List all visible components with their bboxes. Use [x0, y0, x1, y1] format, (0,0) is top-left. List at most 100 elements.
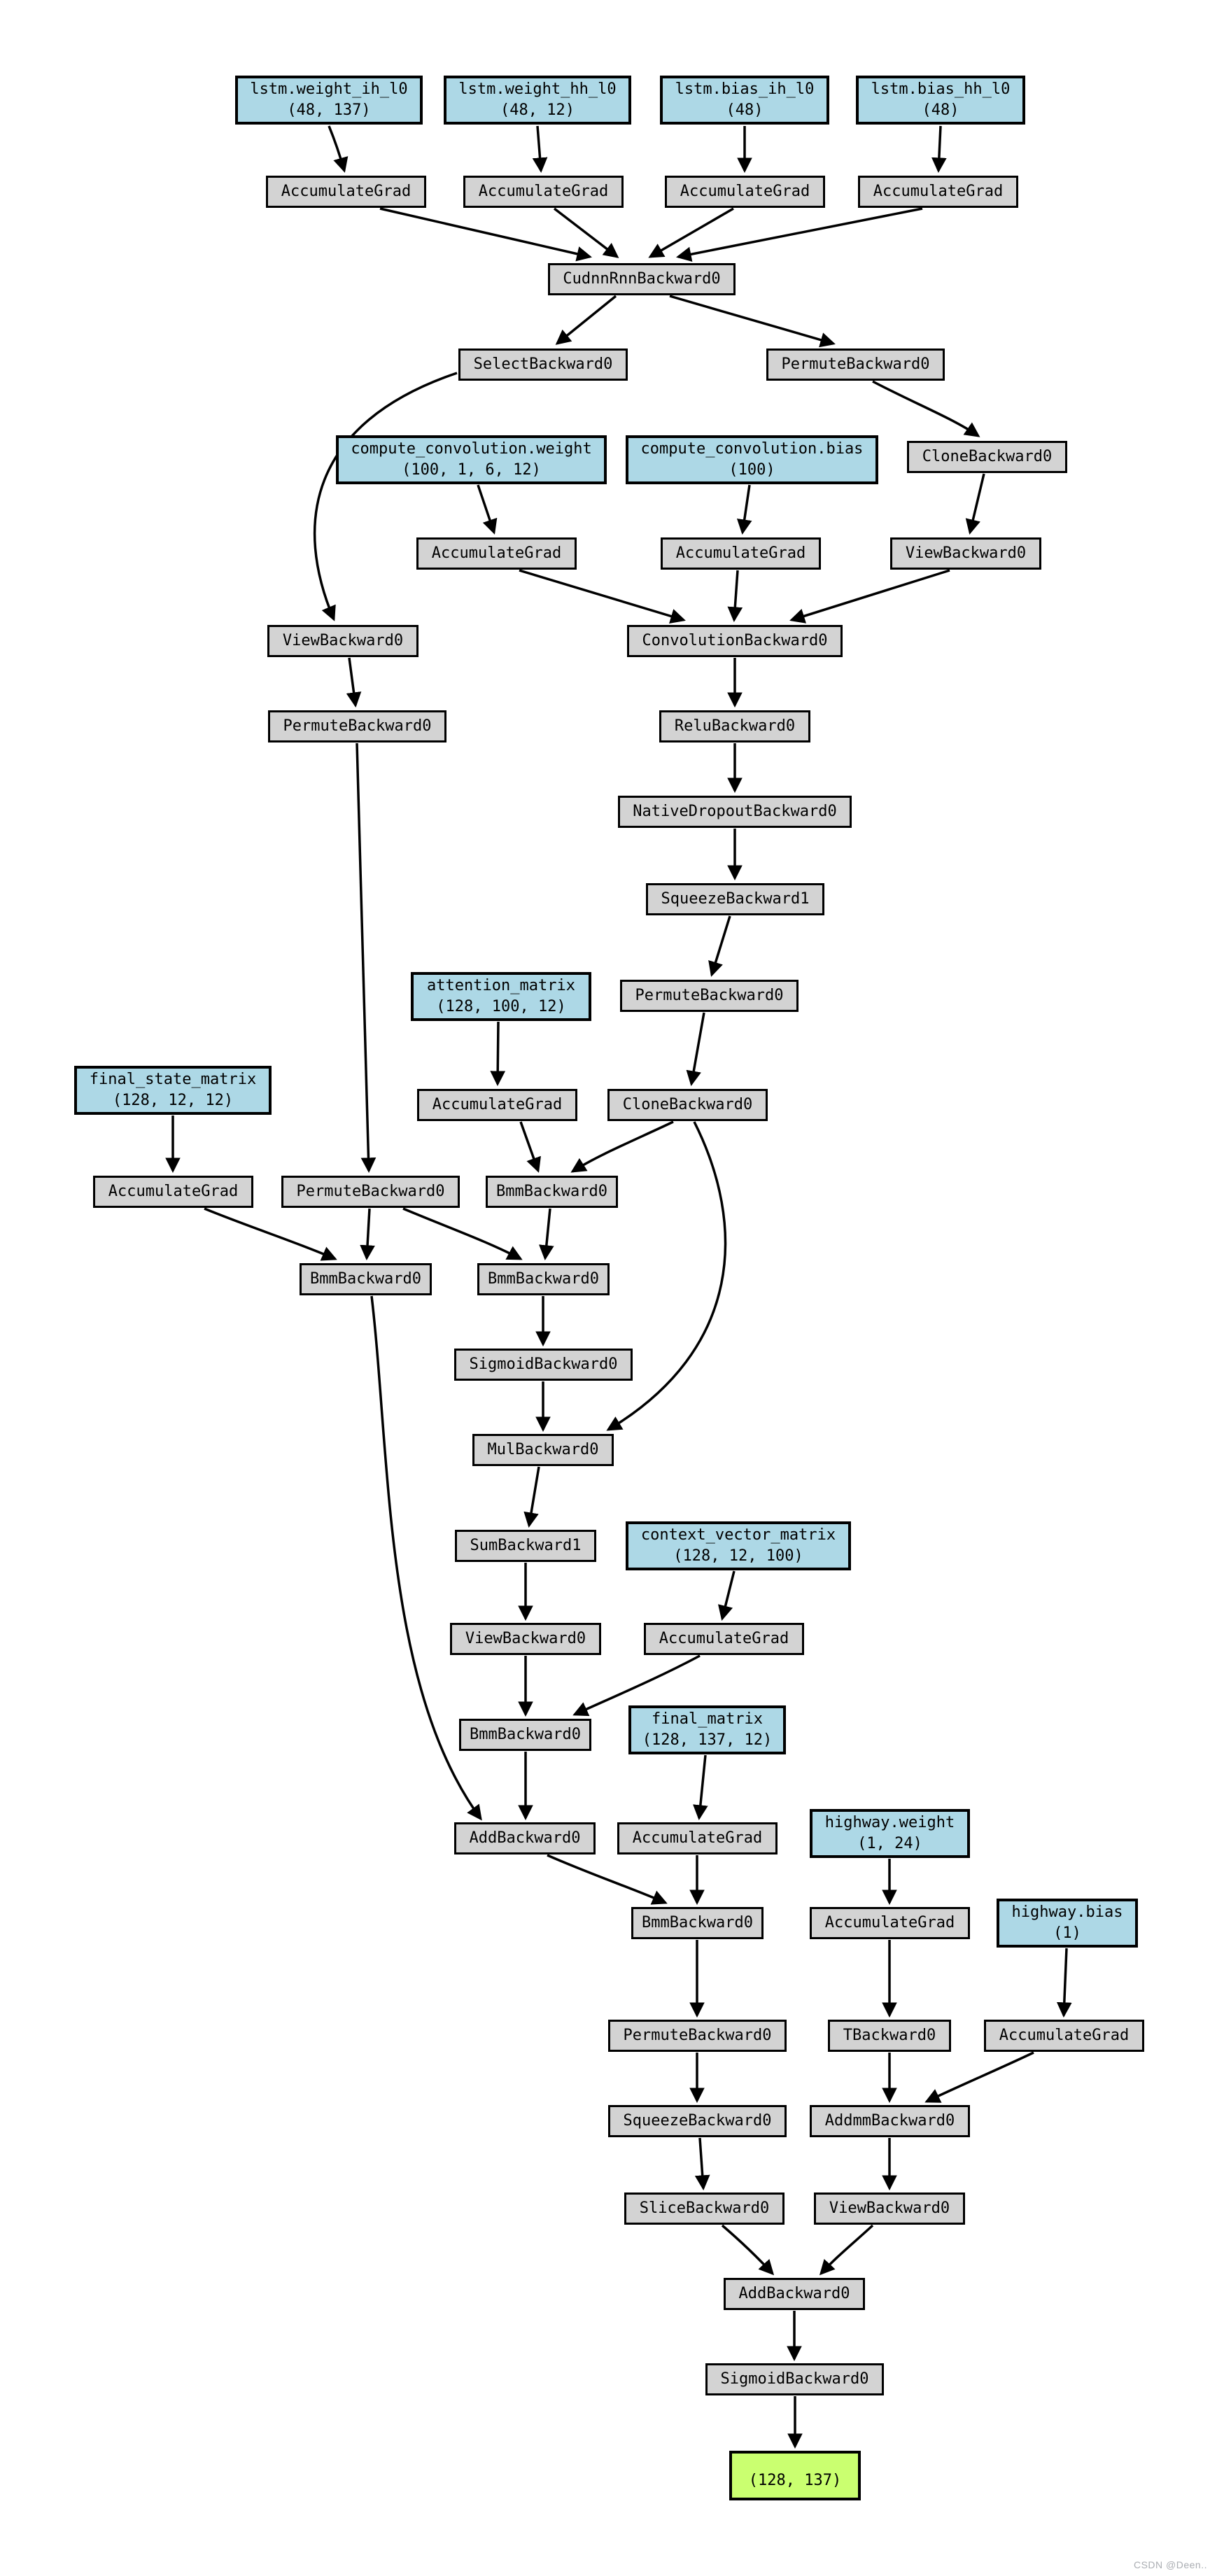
graph-node-view-2: ViewBackward0: [267, 625, 418, 657]
graph-node-final-matrix-label-0: final_matrix: [652, 1710, 763, 1728]
graph-node-accgrad-10-label-0: AccumulateGrad: [632, 1829, 763, 1847]
edge-accgrad-7-to-bmm-1: [519, 1121, 541, 1173]
graph-node-output-tensor-label-0: (128, 137): [748, 2472, 842, 2489]
edge-permute-1-to-clone-1: [872, 380, 980, 437]
graph-node-sigmoid-1-label-0: SigmoidBackward0: [469, 1356, 618, 1373]
graph-node-permute-2-label-0: PermuteBackward0: [283, 717, 432, 735]
edge-final-matrix-to-accgrad-10: [693, 1754, 708, 1821]
graph-node-view-3-label-0: ViewBackward0: [465, 1630, 586, 1647]
edge-lstm-weight-hh-to-accgrad-2: [532, 125, 548, 174]
graph-node-highway-bias-label-0: highway.bias: [1011, 1903, 1123, 1921]
edge-accgrad-4-to-cudnn-rnn: [676, 207, 923, 262]
graph-node-slice-label-0: SliceBackward0: [639, 2200, 770, 2217]
graph-node-t-backward-label-0: TBackward0: [843, 2027, 936, 2044]
edge-cudnn-rnn-to-select-0: [555, 295, 617, 345]
graph-node-accgrad-4-label-0: AccumulateGrad: [873, 183, 1004, 200]
edge-clone-1-to-view-1: [965, 473, 985, 535]
graph-node-final-matrix: final_matrix (128, 137, 12): [628, 1705, 786, 1754]
graph-node-permute-4: PermuteBackward0: [281, 1176, 460, 1208]
edge-squeeze-1-to-permute-3: [708, 915, 731, 977]
graph-node-accgrad-8-label-0: AccumulateGrad: [108, 1183, 239, 1200]
graph-node-highway-bias: highway.bias (1): [997, 1899, 1138, 1948]
graph-node-lstm-bias-hh-label-1: (48): [922, 101, 959, 119]
edge-accgrad-8-to-bmm-2: [204, 1207, 337, 1261]
graph-node-add-2-label-0: AddBackward0: [738, 2285, 850, 2302]
graph-node-bmm-1: BmmBackward0: [486, 1176, 618, 1208]
graph-node-conv-bias-label-0: compute_convolution.bias: [640, 440, 864, 458]
graph-node-accgrad-7: AccumulateGrad: [417, 1089, 577, 1121]
graph-node-accgrad-11-label-0: AccumulateGrad: [824, 1914, 955, 1931]
edge-lstm-bias-hh-to-accgrad-4: [931, 125, 947, 174]
graph-node-lstm-weight-ih-label-0: lstm.weight_ih_l0: [250, 80, 408, 98]
graph-node-final-state-matrix: final_state_matrix(128, 12, 12): [74, 1066, 272, 1115]
graph-node-permute-3-label-0: PermuteBackward0: [635, 987, 784, 1004]
graph-node-clone-2: CloneBackward0: [607, 1089, 768, 1121]
graph-node-accgrad-9: AccumulateGrad: [644, 1623, 804, 1655]
graph-node-bmm-2-label-0: BmmBackward0: [310, 1270, 421, 1288]
edge-view-4-to-add-2: [819, 2224, 874, 2276]
graph-node-accgrad-6-label-0: AccumulateGrad: [675, 544, 806, 562]
graph-node-accgrad-8: AccumulateGrad: [93, 1176, 253, 1208]
graph-node-relu: ReluBackward0: [659, 710, 810, 742]
graph-node-clone-1-label-0: CloneBackward0: [922, 448, 1053, 465]
graph-node-bmm-2: BmmBackward0: [300, 1263, 432, 1295]
edge-accgrad-9-to-bmm-4: [572, 1654, 701, 1717]
graph-node-permute-2: PermuteBackward0: [268, 710, 446, 742]
graph-node-highway-weight-label-1: (1, 24): [857, 1835, 922, 1852]
graph-node-final-matrix-label-1: (128, 137, 12): [642, 1731, 773, 1749]
graph-node-highway-bias-label-1: (1): [1053, 1924, 1081, 1942]
graph-node-bmm-4: BmmBackward0: [459, 1719, 591, 1751]
graph-node-squeeze-0: SqueezeBackward0: [608, 2105, 787, 2137]
graph-node-highway-weight: highway.weight (1, 24): [810, 1809, 970, 1858]
graph-node-lstm-weight-hh-label-1: (48, 12): [500, 101, 575, 119]
edge-context-vector-matrix-to-accgrad-9: [718, 1570, 736, 1621]
graph-node-accgrad-9-label-0: AccumulateGrad: [659, 1630, 789, 1647]
edge-accgrad-1-to-cudnn-rnn: [379, 207, 592, 262]
graph-node-bmm-1-label-0: BmmBackward0: [496, 1183, 607, 1200]
graph-node-t-backward: TBackward0: [828, 2020, 951, 2052]
graph-node-final-state-matrix-label-1: (128, 12, 12): [112, 1092, 234, 1109]
graph-node-view-1: ViewBackward0: [890, 537, 1041, 570]
edge-permute-4-to-bmm-2: [360, 1208, 375, 1261]
graph-node-clone-1: CloneBackward0: [907, 441, 1067, 473]
graph-node-bmm-3: BmmBackward0: [477, 1263, 610, 1295]
graph-node-accgrad-12-label-0: AccumulateGrad: [999, 2027, 1130, 2044]
graph-node-conv-weight-label-1: (100, 1, 6, 12): [402, 461, 541, 479]
graph-node-view-2-label-0: ViewBackward0: [282, 632, 404, 649]
graph-node-lstm-bias-ih-label-1: (48): [726, 101, 764, 119]
edge-conv-weight-to-accgrad-5: [477, 484, 498, 535]
graph-node-conv-bias-label-1: (100): [729, 461, 775, 479]
graph-node-addmm: AddmmBackward0: [810, 2105, 970, 2137]
graph-node-permute-4-label-0: PermuteBackward0: [296, 1183, 445, 1200]
graph-node-lstm-bias-hh: lstm.bias_hh_l0 (48): [856, 76, 1025, 125]
graph-node-context-vector-matrix-label-0: context_vector_matrix: [640, 1526, 836, 1544]
graph-node-permute-5-label-0: PermuteBackward0: [623, 2027, 772, 2044]
graph-node-sum-1-label-0: SumBackward1: [470, 1537, 582, 1554]
graph-node-context-vector-matrix-label-1: (128, 12, 100): [673, 1547, 803, 1565]
graph-node-output-tensor: (128, 137): [729, 2451, 861, 2500]
edge-permute-3-to-clone-2: [686, 1012, 705, 1086]
graph-node-sigmoid-2-label-0: SigmoidBackward0: [720, 2370, 869, 2388]
graph-node-bmm-4-label-0: BmmBackward0: [470, 1726, 581, 1743]
graph-node-cudnn-rnn-label-0: CudnnRnnBackward0: [563, 270, 721, 288]
graph-node-dropout: NativeDropoutBackward0: [618, 796, 852, 828]
graph-node-highway-weight-label-0: highway.weight: [824, 1814, 955, 1831]
graph-node-lstm-bias-hh-label-0: lstm.bias_hh_l0: [871, 80, 1011, 98]
graph-node-cudnn-rnn: CudnnRnnBackward0: [548, 263, 736, 295]
graph-node-addmm-label-0: AddmmBackward0: [824, 2112, 955, 2130]
graph-node-accgrad-11: AccumulateGrad: [810, 1907, 970, 1939]
graph-node-accgrad-2-label-0: AccumulateGrad: [478, 183, 609, 200]
edge-add-1-to-bmm-5: [547, 1854, 668, 1905]
graph-node-lstm-bias-ih: lstm.bias_ih_l0 (48): [660, 76, 829, 125]
graph-node-squeeze-0-label-0: SqueezeBackward0: [623, 2112, 772, 2130]
graph-node-accgrad-3-label-0: AccumulateGrad: [680, 183, 810, 200]
graph-node-conv-weight-label-0: compute_convolution.weight: [351, 440, 592, 458]
graph-node-mul-label-0: MulBackward0: [487, 1441, 599, 1458]
graph-node-permute-5: PermuteBackward0: [608, 2020, 787, 2052]
edge-accgrad-12-to-addmm: [924, 2051, 1034, 2103]
graph-node-accgrad-2: AccumulateGrad: [463, 176, 624, 208]
edge-permute-4-to-bmm-3: [402, 1207, 523, 1260]
graph-node-lstm-bias-ih-label-0: lstm.bias_ih_l0: [675, 80, 815, 98]
